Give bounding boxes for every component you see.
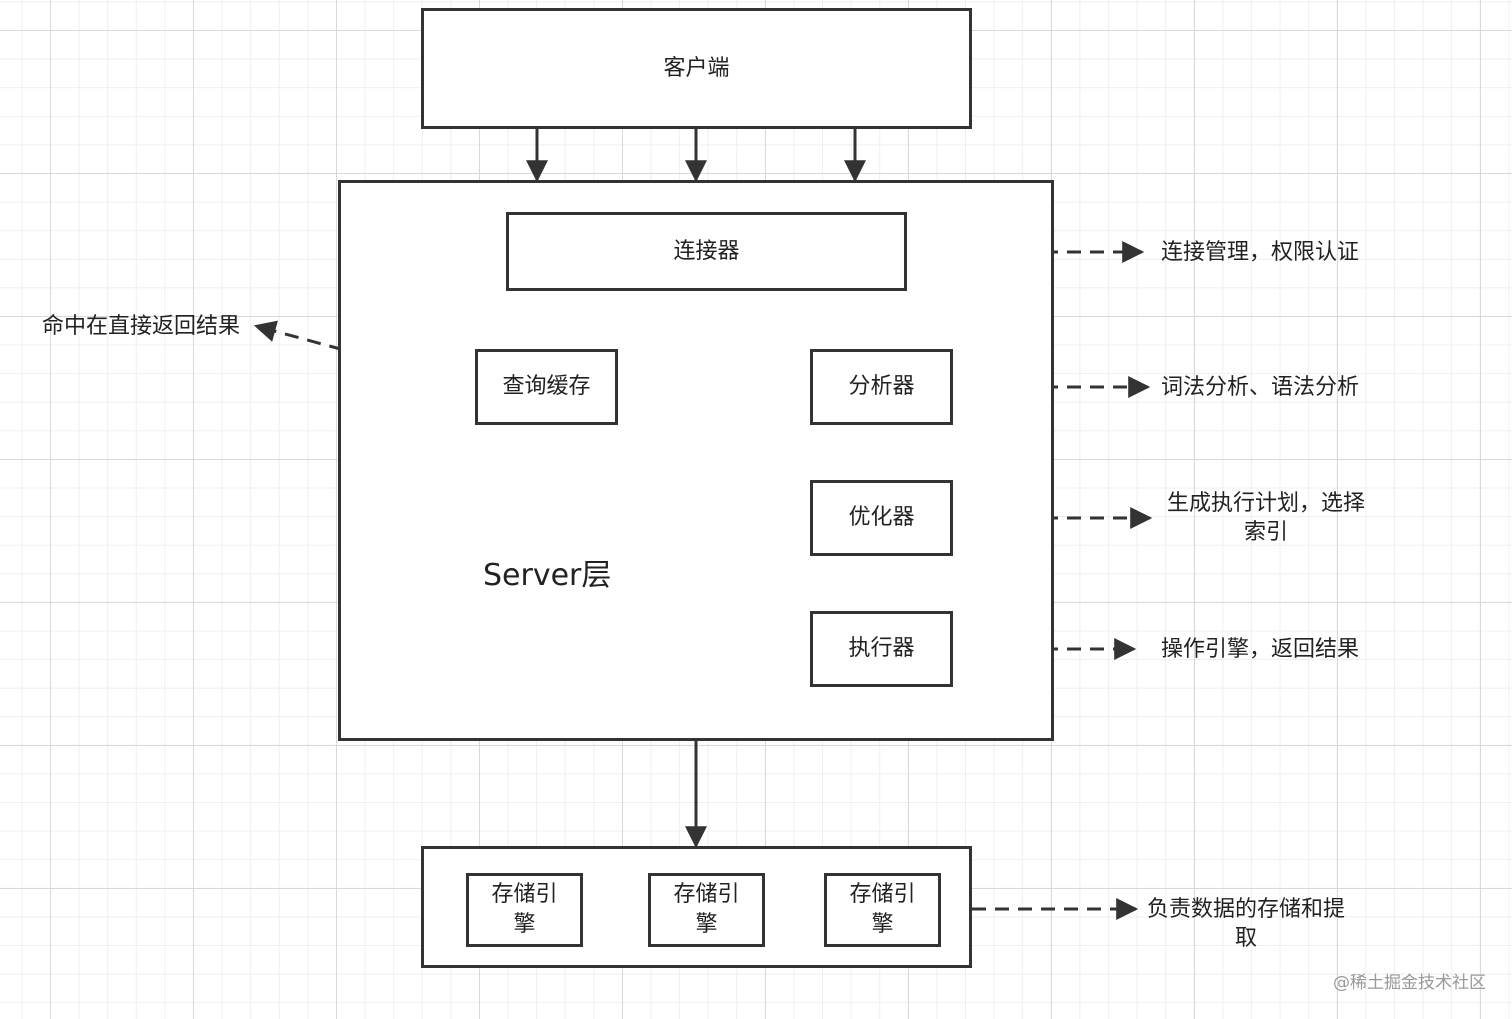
- analyzer-note: 词法分析、语法分析: [1161, 375, 1360, 400]
- watermark: @稀土掘金技术社区: [1333, 973, 1486, 993]
- optimizer-label: 优化器: [848, 505, 915, 530]
- connector-box: 连接器: [506, 212, 907, 291]
- optimizer-note: 生成执行计划，选择 索引: [1160, 489, 1372, 547]
- cache-hit-note: 命中在直接返回结果: [42, 314, 241, 339]
- storage-note-line-1: 负责数据的存储和提: [1146, 897, 1345, 922]
- query-cache-label: 查询缓存: [502, 374, 591, 399]
- optimizer-note-line-2: 索引: [1243, 520, 1288, 545]
- executor-label: 执行器: [848, 636, 915, 661]
- executor-note: 操作引擎，返回结果: [1161, 637, 1360, 662]
- optimizer-note-line-1: 生成执行计划，选择: [1166, 491, 1365, 516]
- query-cache-box: 查询缓存: [475, 349, 618, 425]
- executor-box: 执行器: [810, 611, 953, 687]
- optimizer-box: 优化器: [810, 480, 953, 556]
- storage-engine-box-1: 存储引 擎: [466, 873, 583, 947]
- analyzer-box: 分析器: [810, 349, 953, 425]
- storage-note: 负责数据的存储和提 取: [1140, 895, 1352, 953]
- storage-engine-box-2: 存储引 擎: [648, 873, 765, 947]
- client-box: 客户端: [421, 8, 972, 129]
- analyzer-label: 分析器: [848, 374, 915, 399]
- storage-note-line-2: 取: [1234, 926, 1257, 951]
- storage-engine-label-1: 存储引 擎: [491, 882, 558, 937]
- dashed-cache-hit-note: [253, 320, 477, 388]
- storage-engine-label-3: 存储引 擎: [849, 882, 916, 937]
- connector-note: 连接管理，权限认证: [1161, 240, 1360, 265]
- client-label: 客户端: [663, 55, 730, 81]
- storage-engine-label-2: 存储引 擎: [673, 882, 740, 937]
- server-layer-label: Server层: [483, 558, 612, 593]
- connector-label: 连接器: [673, 238, 740, 264]
- storage-engine-box-3: 存储引 擎: [824, 873, 941, 947]
